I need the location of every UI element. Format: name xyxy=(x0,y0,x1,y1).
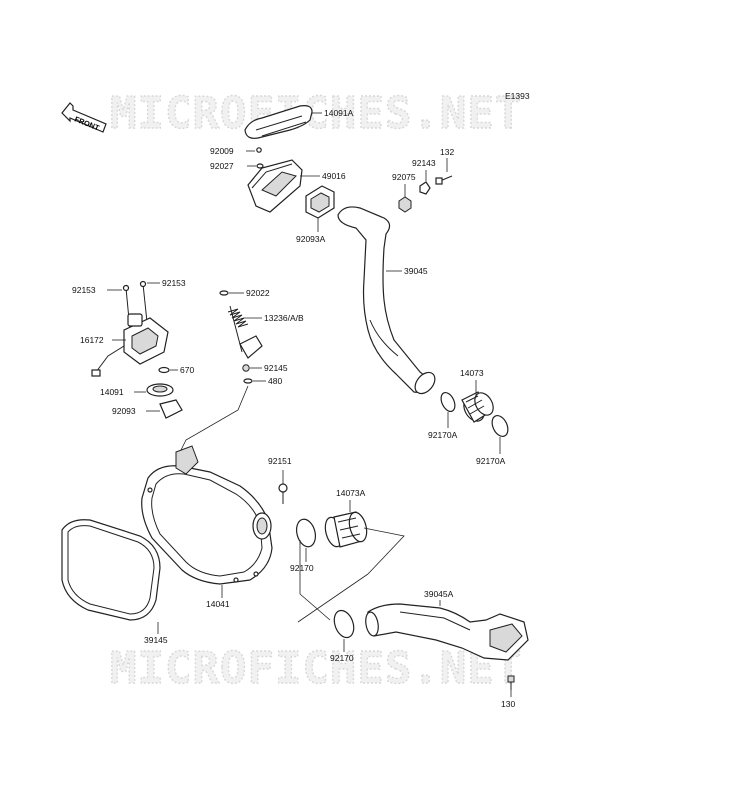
joint-14073 xyxy=(461,391,494,423)
oring-670 xyxy=(158,366,170,374)
intake-duct-part xyxy=(247,159,303,213)
part-label-39045a: 39045A xyxy=(424,589,454,599)
front-arrow-icon: FRONT xyxy=(61,102,107,133)
part-label-14073a: 14073A xyxy=(336,488,366,498)
part-label-132: 132 xyxy=(440,147,454,157)
grommet-92075 xyxy=(398,196,412,213)
part-label-92153-left: 92153 xyxy=(72,285,96,295)
bolt-92009 xyxy=(256,147,262,153)
bolt-92151 xyxy=(278,483,288,504)
spring-13236 xyxy=(227,305,263,359)
part-label-92153-right: 92153 xyxy=(162,278,186,288)
part-label-92022: 92022 xyxy=(246,288,270,298)
clamp-92170a-right xyxy=(491,415,509,437)
seal-92093a xyxy=(305,185,335,219)
part-label-130: 130 xyxy=(501,699,515,709)
oring-480 xyxy=(243,378,253,384)
part-label-670: 670 xyxy=(180,365,194,375)
clamp-92170-low xyxy=(333,609,355,639)
part-label-92075: 92075 xyxy=(392,172,416,182)
actuator-16172 xyxy=(91,313,169,377)
clamp-92170-mid xyxy=(295,518,317,548)
part-label-39145: 39145 xyxy=(144,635,168,645)
part-label-16172: 16172 xyxy=(80,335,104,345)
washer-92027 xyxy=(256,163,264,169)
duct-39045a xyxy=(365,603,529,661)
part-label-92009: 92009 xyxy=(210,146,234,156)
part-label-92170a-right: 92170A xyxy=(476,456,506,466)
part-label-92170a-left: 92170A xyxy=(428,430,458,440)
part-label-92093: 92093 xyxy=(112,406,136,416)
part-label-39045: 39045 xyxy=(404,266,428,276)
part-label-13236: 13236/A/B xyxy=(264,313,304,323)
part-label-92093a: 92093A xyxy=(296,234,326,244)
part-label-92170-low: 92170 xyxy=(330,653,354,663)
diagram-code: E1393 xyxy=(505,91,530,101)
clamp-92170a-left xyxy=(440,391,456,413)
bolt-132 xyxy=(435,175,453,185)
part-label-92027: 92027 xyxy=(210,161,234,171)
part-label-14041: 14041 xyxy=(206,599,230,609)
part-label-92170-mid: 92170 xyxy=(290,563,314,573)
washer-92022 xyxy=(219,290,229,296)
nut-92145 xyxy=(242,364,250,372)
part-label-14091: 14091 xyxy=(100,387,124,397)
collar-92143 xyxy=(419,181,431,195)
joint-14073a xyxy=(324,511,368,548)
gasket-92093 xyxy=(159,399,183,419)
bolt-130 xyxy=(507,675,515,690)
part-label-14091a: 14091A xyxy=(324,108,354,118)
cvt-cover-14041 xyxy=(141,445,273,585)
part-label-92145: 92145 xyxy=(264,363,288,373)
part-label-480: 480 xyxy=(268,376,282,386)
cap-14091 xyxy=(146,383,174,397)
part-label-14073: 14073 xyxy=(460,368,484,378)
drive-belt-39145 xyxy=(61,519,161,621)
part-label-92143: 92143 xyxy=(412,158,436,168)
duct-cover-part xyxy=(244,105,313,139)
duct-tube-39045 xyxy=(337,206,436,395)
part-label-92151: 92151 xyxy=(268,456,292,466)
watermark-top: MICROFICHES.NET xyxy=(110,88,522,139)
part-label-49016: 49016 xyxy=(322,171,346,181)
watermark-bottom: MICROFICHES.NET xyxy=(110,643,522,694)
